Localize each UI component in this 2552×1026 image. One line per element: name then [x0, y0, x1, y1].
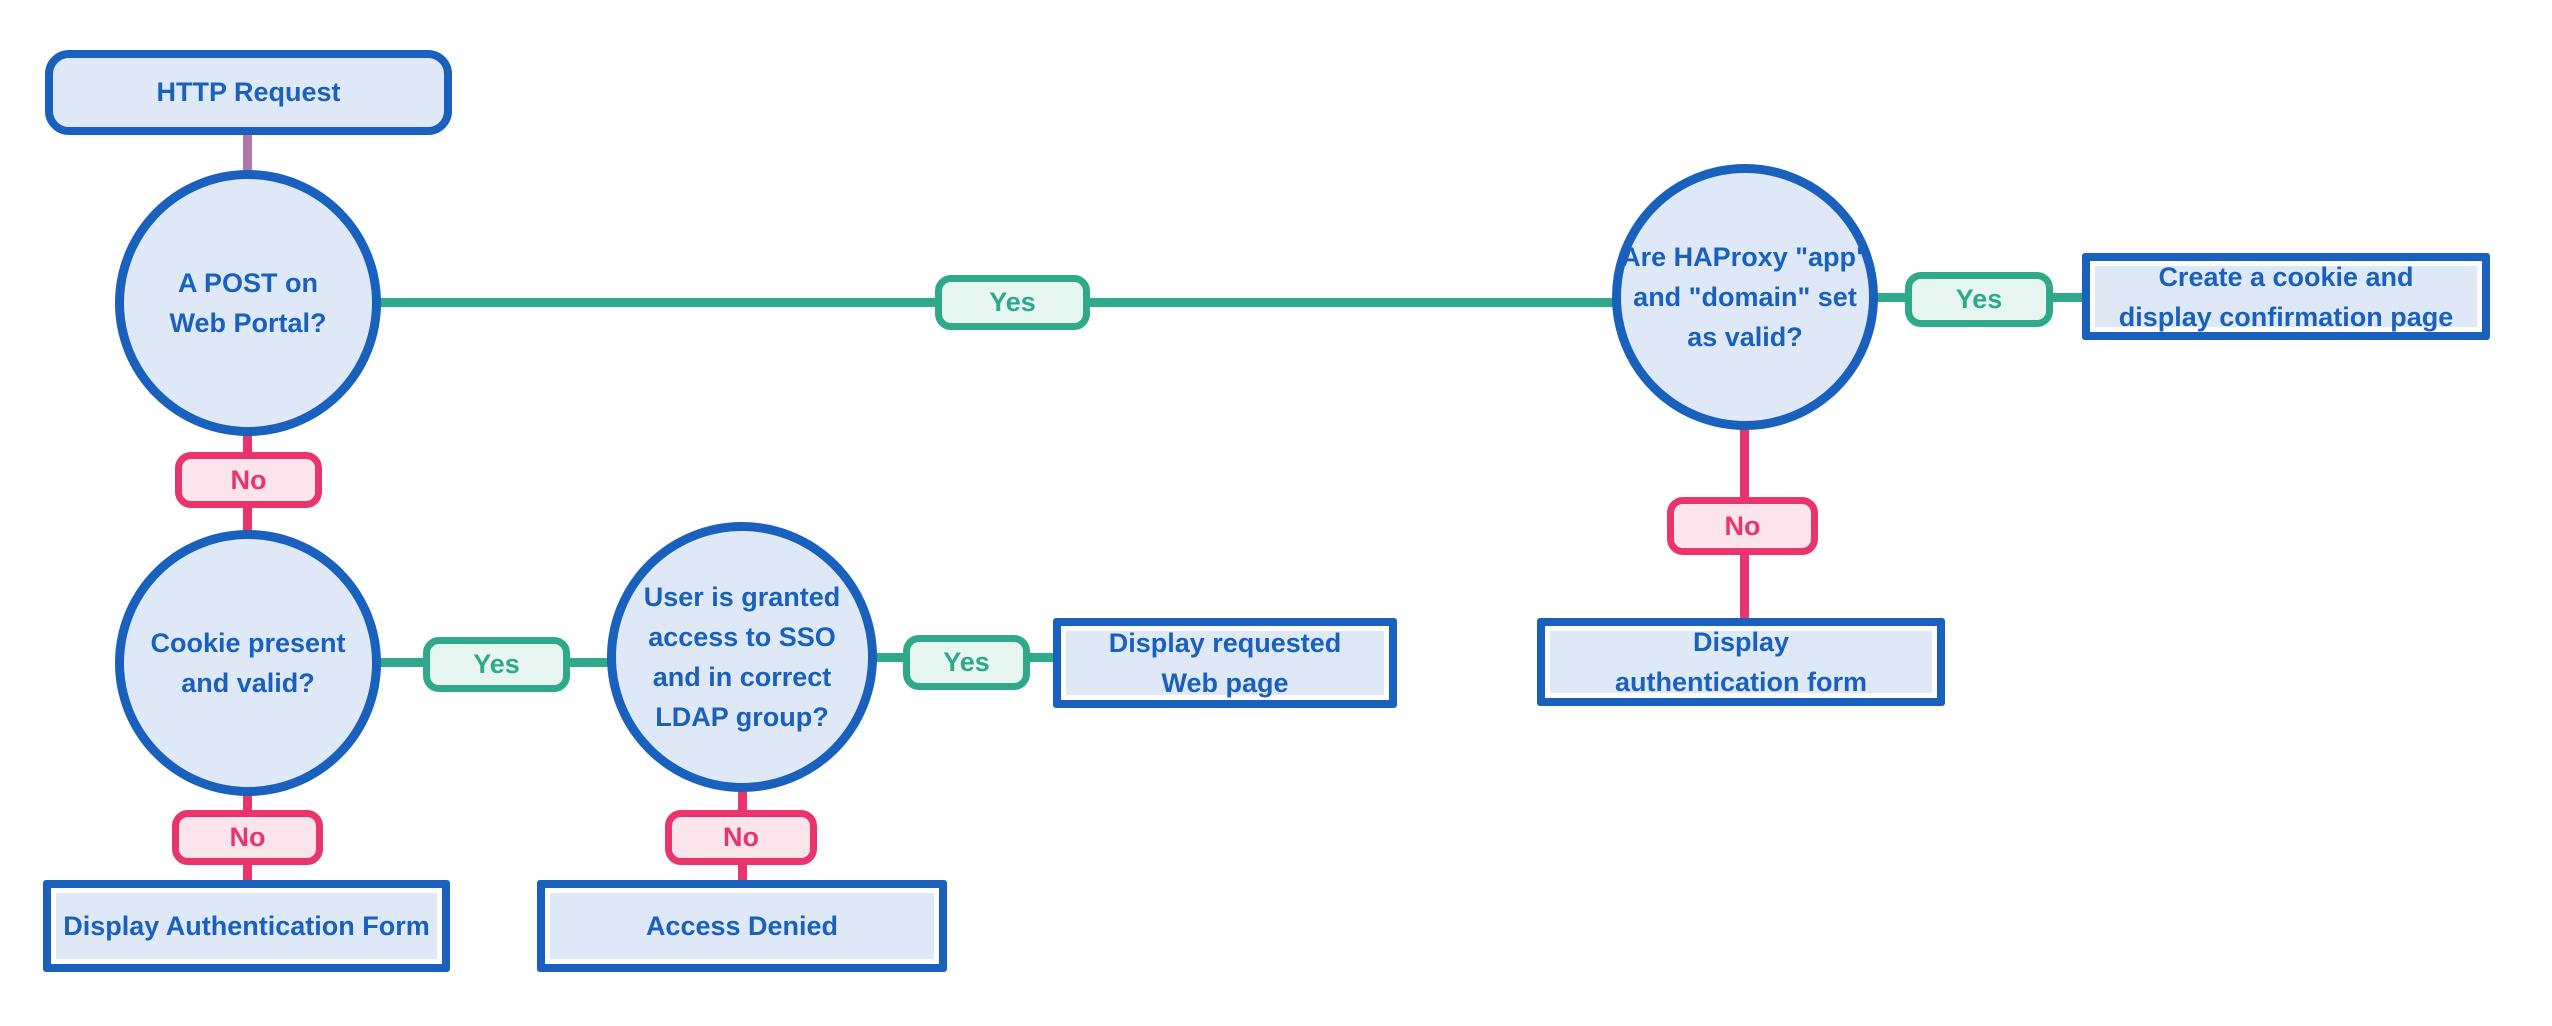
- decision-haproxy-valid-label: Are HAProxy "app" and "domain" set as va…: [1621, 242, 1869, 352]
- node-create-cookie-label: Create a cookie and display confirmation…: [2118, 261, 2454, 332]
- edge-label-yes-cookie: Yes: [423, 637, 570, 692]
- decision-cookie-valid-label: Cookie present and valid?: [150, 628, 346, 698]
- decision-cookie-valid: Cookie present and valid?: [115, 530, 381, 796]
- decision-post-web-portal: A POST on Web Portal?: [115, 170, 381, 436]
- node-display-authentication-form-label: Display Authentication Form: [63, 911, 430, 941]
- node-access-denied: Access Denied: [537, 880, 947, 972]
- edge-label-no-ldap-text: No: [723, 822, 759, 852]
- edge-label-yes-haproxy: Yes: [1905, 272, 2053, 327]
- node-display-requested-page-label: Display requested Web page: [1108, 628, 1342, 698]
- edge-label-no-ldap: No: [665, 810, 817, 865]
- node-display-auth-form-lower-label: Display authentication form: [1614, 627, 1867, 697]
- decision-post-web-portal-label: A POST on Web Portal?: [169, 268, 327, 338]
- decision-ldap-group: User is granted access to SSO and in cor…: [607, 522, 877, 792]
- edge-label-no-post-text: No: [230, 464, 267, 495]
- node-display-auth-form-lower: Display authentication form: [1537, 618, 1945, 706]
- node-display-requested-page: Display requested Web page: [1053, 618, 1397, 708]
- edge-label-yes-post-text: Yes: [989, 287, 1036, 317]
- edge-label-no-cookie-text: No: [229, 822, 266, 852]
- node-http-request: HTTP Request: [45, 50, 452, 135]
- edge-label-yes-haproxy-text: Yes: [1955, 284, 2003, 314]
- edge-label-yes-post: Yes: [935, 275, 1090, 330]
- edge-label-no-haproxy: No: [1667, 497, 1818, 555]
- node-create-cookie: Create a cookie and display confirmation…: [2082, 253, 2490, 340]
- edge-label-no-cookie: No: [172, 810, 323, 865]
- edge-label-yes-cookie-text: Yes: [473, 649, 520, 679]
- edge-label-no-haproxy-text: No: [1724, 510, 1761, 541]
- node-http-request-label: HTTP Request: [156, 77, 341, 107]
- edge-label-yes-ldap-text: Yes: [943, 647, 990, 677]
- decision-ldap-group-label: User is granted access to SSO and in cor…: [643, 582, 841, 732]
- node-display-authentication-form: Display Authentication Form: [43, 880, 450, 972]
- edge-start-connector: [243, 130, 252, 175]
- edge-label-yes-ldap: Yes: [903, 635, 1030, 690]
- node-access-denied-label: Access Denied: [645, 911, 839, 941]
- decision-haproxy-valid: Are HAProxy "app" and "domain" set as va…: [1612, 164, 1878, 430]
- edge-label-no-post: No: [175, 452, 322, 508]
